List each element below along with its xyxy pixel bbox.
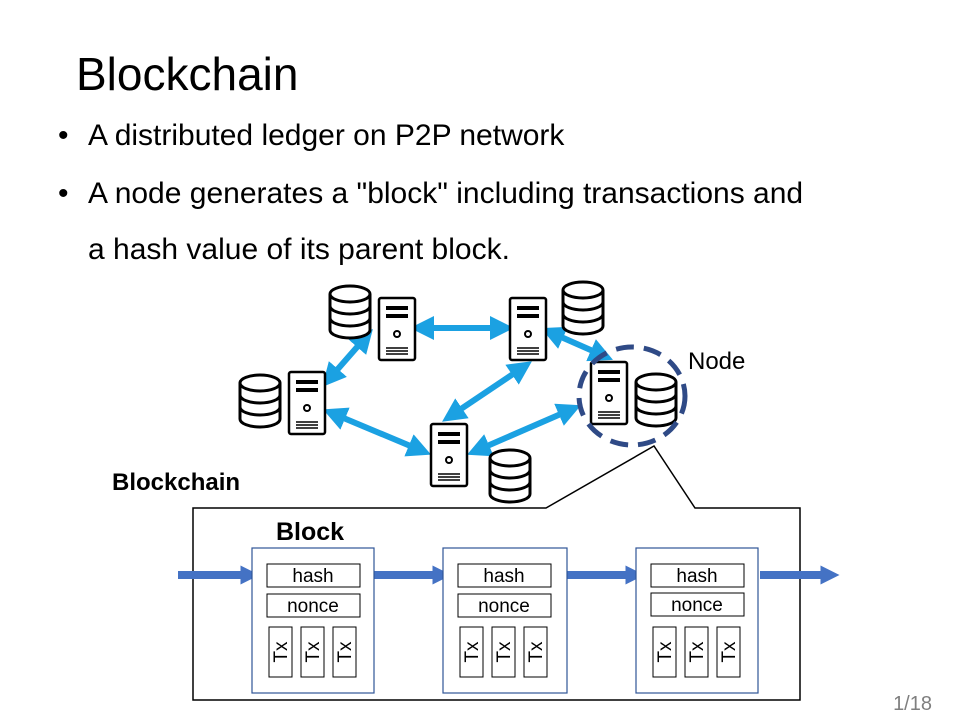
tx-label: Tx xyxy=(271,641,292,663)
hash-label: hash xyxy=(483,566,524,587)
tx-label: Tx xyxy=(494,641,515,663)
node xyxy=(328,284,417,362)
server-icon xyxy=(287,370,327,436)
highlighted-node xyxy=(576,344,688,448)
database-icon xyxy=(238,373,282,429)
hash-field xyxy=(650,563,745,588)
database-icon xyxy=(634,372,678,428)
p2p-links xyxy=(322,316,613,457)
bullet-2: • A node generates a "block" including tr… xyxy=(58,176,803,212)
tx-box xyxy=(491,626,516,678)
tx-label: Tx xyxy=(719,641,740,663)
database-icon xyxy=(328,284,372,340)
bullet-2-text: A node generates a "block" including tra… xyxy=(88,177,804,210)
tx-box xyxy=(332,626,357,678)
node-label: Node xyxy=(688,348,746,375)
tx-box xyxy=(652,626,677,678)
nonce-field xyxy=(650,592,745,617)
block: hash nonce Tx Tx Tx xyxy=(442,547,568,694)
nonce-label: nonce xyxy=(478,596,530,617)
database-icon xyxy=(561,280,605,336)
p2p-link xyxy=(322,407,432,457)
tx-box xyxy=(684,626,709,678)
tx-label: Tx xyxy=(462,641,483,663)
node-highlight-circle xyxy=(576,344,688,448)
bullet-2-continuation: a hash value of its parent block. xyxy=(88,233,510,266)
block: hash nonce Tx Tx Tx xyxy=(635,547,759,694)
nonce-label: nonce xyxy=(671,595,723,616)
server-icon xyxy=(377,296,417,362)
tx-box xyxy=(268,626,293,678)
hash-label: hash xyxy=(292,566,333,587)
bullet-dot: • xyxy=(58,177,69,210)
bullet-1: • A distributed ledger on P2P network xyxy=(58,118,564,154)
tx-label: Tx xyxy=(526,641,547,663)
tx-label: Tx xyxy=(655,641,676,663)
server-icon xyxy=(429,422,469,488)
tx-box xyxy=(716,626,741,678)
block: hash nonce Tx Tx Tx xyxy=(251,547,375,694)
nonce-field xyxy=(457,593,552,618)
nonce-label: nonce xyxy=(287,596,339,617)
tx-label: Tx xyxy=(335,641,356,663)
p2p-link xyxy=(442,361,532,422)
server-icon xyxy=(589,360,629,426)
tx-label: Tx xyxy=(687,641,708,663)
p2p-link xyxy=(322,328,373,388)
tx-label: Tx xyxy=(303,641,324,663)
block-label: Block xyxy=(276,518,345,546)
bullet-1-text: A distributed ledger on P2P network xyxy=(88,119,565,152)
hash-field xyxy=(457,563,552,588)
hash-field xyxy=(266,563,361,588)
node xyxy=(238,370,327,436)
nonce-field xyxy=(266,593,361,618)
tx-box xyxy=(300,626,325,678)
bullet-dot: • xyxy=(58,119,69,152)
hash-label: hash xyxy=(676,566,717,587)
blockchain-label: Blockchain xyxy=(112,469,241,496)
tx-box xyxy=(523,626,548,678)
p2p-link xyxy=(541,326,613,362)
slide-title: Blockchain xyxy=(76,48,299,100)
tx-box xyxy=(459,626,484,678)
server-icon xyxy=(508,296,548,362)
database-icon xyxy=(488,448,532,504)
page-number: 1/18 xyxy=(893,693,932,715)
p2p-link xyxy=(466,403,582,457)
